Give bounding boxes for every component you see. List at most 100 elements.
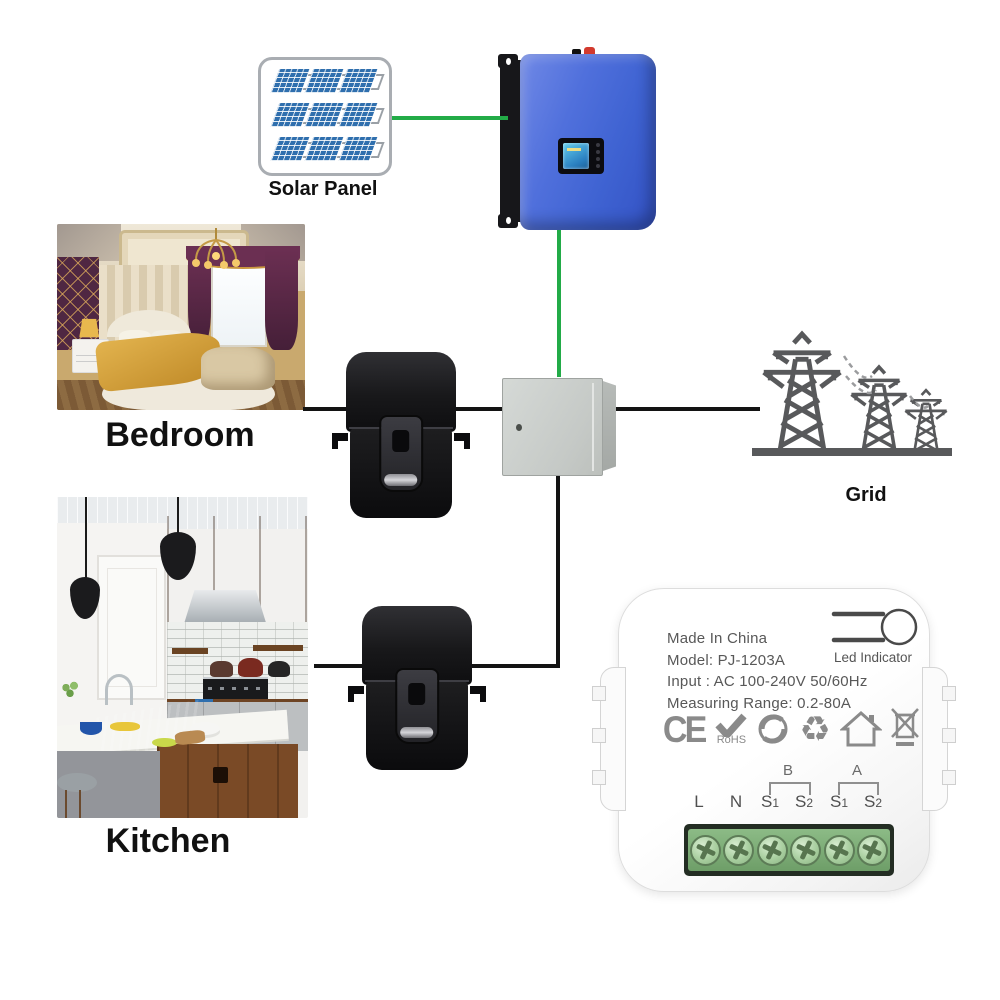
kitchen-island-base [157, 744, 298, 818]
pendant-lamp-cord [177, 497, 180, 539]
inverter [498, 47, 656, 230]
ct-clamp-latch [395, 668, 439, 745]
group-a-bracket [838, 782, 879, 795]
solar-cell [304, 69, 344, 93]
ce-mark-icon: CE [662, 708, 708, 750]
meter-mount-tab [942, 686, 956, 701]
group-a-label: A [851, 762, 862, 779]
ct-clamp-hook [454, 433, 470, 450]
weee-bin-icon [890, 708, 919, 746]
kitchen-ceiling [57, 497, 308, 530]
inverter-button [596, 150, 600, 154]
inverter-screw-hole-top [506, 58, 511, 65]
house-icon [839, 710, 882, 747]
terminal-screw [690, 834, 721, 866]
meter-made-in: Made In China [667, 630, 768, 647]
kitchen-pot [237, 657, 263, 677]
wire-box-to-kitchen-vertical [556, 474, 560, 668]
pendant-lamp [69, 577, 100, 620]
terminal-label-S2-a: S2 [863, 792, 883, 811]
junction-box-lock [516, 424, 522, 431]
certification-icons: CE RoHS ♻ [661, 704, 919, 754]
ct-clamp-kitchen [348, 606, 486, 770]
wire-inverter-to-box [557, 230, 561, 377]
meter-spec-text: Made In China Model: PJ-1203A Input : AC… [667, 628, 868, 714]
meter-mount-tab [942, 728, 956, 743]
bedroom-window [210, 264, 267, 348]
ct-clamp-bedroom [332, 352, 470, 518]
inverter-button [596, 157, 600, 161]
terminal-screw [823, 834, 855, 866]
terminal-label-S1-a: S1 [829, 792, 849, 811]
kitchen-photo [57, 497, 308, 818]
meter-mount-tab [592, 770, 606, 785]
meter-range: Measuring Range: 0.2-80A [667, 694, 852, 712]
kitchen-faucet [104, 673, 134, 706]
kitchen-plant [59, 679, 80, 700]
rohs-label: RoHS [716, 733, 747, 746]
solar-cell [270, 69, 310, 93]
bedroom-curtain [188, 253, 211, 347]
wire-solar-to-inverter [392, 116, 508, 120]
led-indicator-icon [831, 608, 918, 646]
kitchen-island-handle [212, 766, 228, 783]
bedroom-photo [57, 224, 305, 410]
bedroom-ceiling-corner [57, 224, 122, 262]
terminal-label-S1-b: S1 [760, 792, 780, 811]
meter-model: Model: PJ-1203A [667, 651, 786, 669]
kitchen-counter [167, 699, 308, 706]
terminal-screw [856, 834, 888, 866]
kitchen-pot [267, 660, 291, 677]
group-b-bracket [769, 782, 811, 795]
bedroom-curtain [265, 250, 298, 351]
kitchen-shelf [172, 647, 208, 655]
rohs-icon: RoHS [715, 713, 748, 746]
ct-clamp-latch [379, 415, 423, 493]
terminal-strip [688, 829, 890, 871]
meter-mount-flange [922, 667, 956, 811]
terminal-label-N: N [729, 792, 743, 811]
pendant-lamp-cord [84, 497, 87, 584]
meter-mount-flange [592, 667, 626, 811]
kitchen-shelf [252, 644, 303, 652]
solar-cell [304, 137, 344, 161]
wire-box-to-grid [614, 407, 760, 411]
kitchen-range-hood [182, 590, 268, 629]
solar-panel-icon [258, 57, 392, 176]
kitchen-door [97, 554, 167, 700]
ct-clamp-hook [348, 686, 364, 703]
bedroom-sofa [200, 346, 276, 390]
bedroom-lamp [79, 318, 100, 338]
terminal-label-S2-b: S2 [794, 792, 814, 811]
inverter-button [596, 143, 600, 147]
grid-towers-icon [750, 330, 954, 467]
meter-input: Input : AC 100-240V 50/60Hz [667, 673, 868, 690]
kitchen-label: Kitchen [105, 822, 231, 860]
solar-cell [338, 103, 378, 127]
junction-box [502, 374, 616, 476]
group-b-label: B [782, 762, 793, 779]
ct-clamp-hook [332, 433, 348, 450]
terminal-screw [723, 834, 755, 866]
inverter-button [596, 164, 600, 168]
terminal-screw [756, 834, 788, 866]
terminal-block [684, 824, 894, 876]
junction-box-side [600, 380, 616, 472]
solar-panel-label: Solar Panel [268, 178, 378, 200]
solar-cell [270, 137, 310, 161]
kitchen-tray [109, 721, 140, 732]
inverter-screen [563, 143, 589, 169]
kitchen-pot [210, 660, 233, 677]
ct-clamp-hook [470, 686, 486, 703]
solar-cell [304, 103, 344, 127]
meter-mount-tab [942, 770, 956, 785]
kitchen-stool [57, 773, 98, 818]
bedroom-label: Bedroom [105, 416, 255, 454]
kitchen-bowl [79, 721, 103, 735]
solar-cell [338, 137, 378, 161]
bedroom-chandelier [186, 226, 246, 280]
green-dot-icon [758, 714, 788, 744]
meter-mount-tab [592, 728, 606, 743]
recycle-icon: ♻ [799, 709, 831, 749]
